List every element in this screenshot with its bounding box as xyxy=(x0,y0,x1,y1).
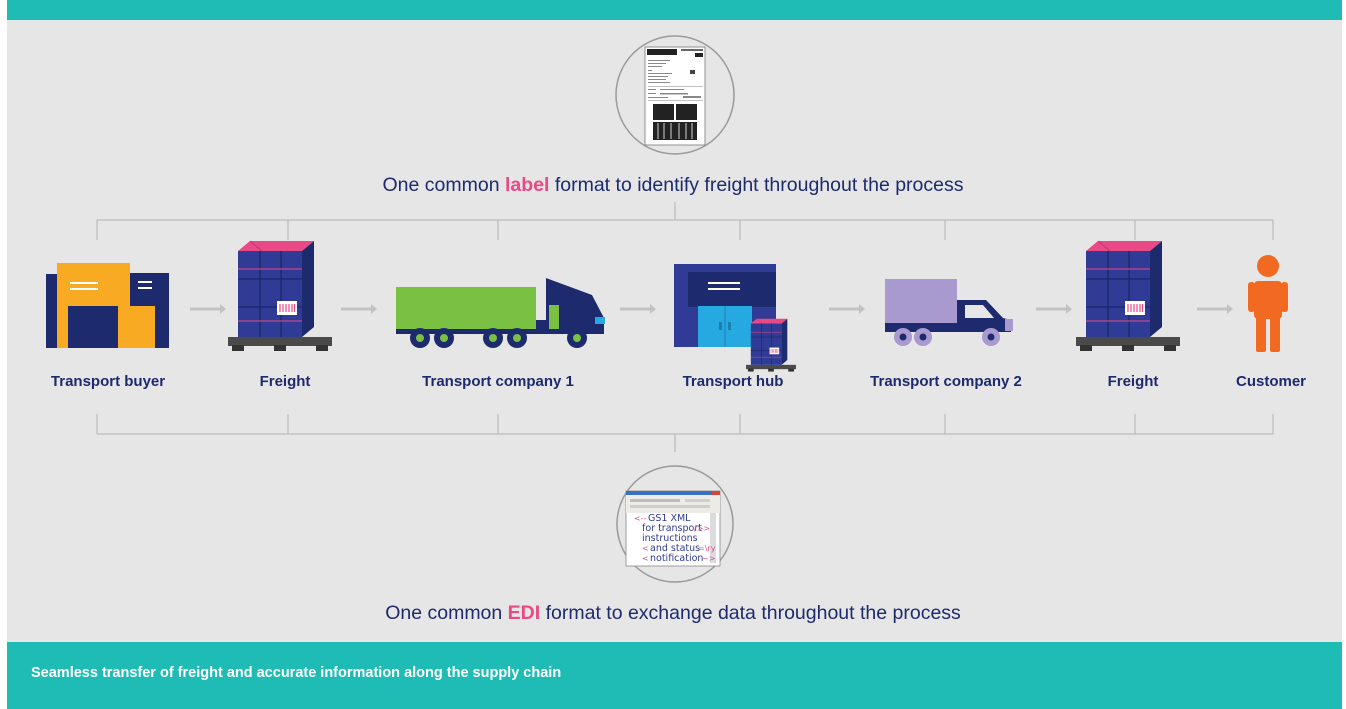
flow-arrow xyxy=(190,304,226,314)
node-label-transport-buyer: Transport buyer xyxy=(50,373,166,390)
purple-truck-icon xyxy=(885,279,1013,346)
label-highlight: label xyxy=(504,174,550,196)
footer-banner: Seamless transfer of freight and accurat… xyxy=(7,642,1342,709)
node-label-transport-hub: Transport hub xyxy=(682,373,784,390)
svg-text:<: < xyxy=(642,544,649,553)
svg-text:=\ry: =\ry xyxy=(698,544,716,553)
edi-bracket xyxy=(96,414,1274,452)
flow-arrow xyxy=(1197,304,1233,314)
edi-line: and status xyxy=(650,543,700,554)
flow-arrow xyxy=(341,304,377,314)
shipping-label-icon xyxy=(615,35,735,155)
svg-text:/>>: />> xyxy=(694,524,710,533)
edi-caption: One common EDI format to exchange data t… xyxy=(385,602,961,624)
node-label-freight-2: Freight xyxy=(1107,373,1159,390)
footer-text: Seamless transfer of freight and accurat… xyxy=(31,665,562,681)
flow-arrow xyxy=(620,304,656,314)
node-label-customer: Customer xyxy=(1235,373,1307,390)
label-bracket xyxy=(96,202,1274,240)
edi-line: instructions xyxy=(642,533,698,544)
top-accent-bar xyxy=(7,0,1342,20)
edi-line: GS1 XML xyxy=(648,513,691,524)
node-label-transport-company-2: Transport company 2 xyxy=(870,373,1022,390)
flow-arrow xyxy=(829,304,865,314)
svg-text:<: < xyxy=(642,554,649,563)
pallet-freight-icon xyxy=(1075,240,1181,352)
label-caption: One common label format to identify frei… xyxy=(382,174,964,196)
node-label-transport-company-1: Transport company 1 xyxy=(422,373,574,390)
hub-building-icon xyxy=(674,264,797,372)
person-icon xyxy=(1248,255,1288,352)
green-truck-icon xyxy=(396,278,605,348)
flow-arrow xyxy=(1036,304,1072,314)
edi-highlight: EDI xyxy=(507,602,541,624)
svg-text:<--: <-- xyxy=(634,514,647,523)
warehouse-buyer-icon xyxy=(46,263,169,348)
node-label-freight: Freight xyxy=(259,373,311,390)
edi-line: for transport xyxy=(642,523,702,534)
edi-line: notification xyxy=(650,553,703,564)
pallet-freight-icon xyxy=(227,240,333,352)
edi-document-icon: <-- GS1 XML for transport />> instructio… xyxy=(616,465,734,583)
svg-text:~>: ~> xyxy=(702,554,715,563)
